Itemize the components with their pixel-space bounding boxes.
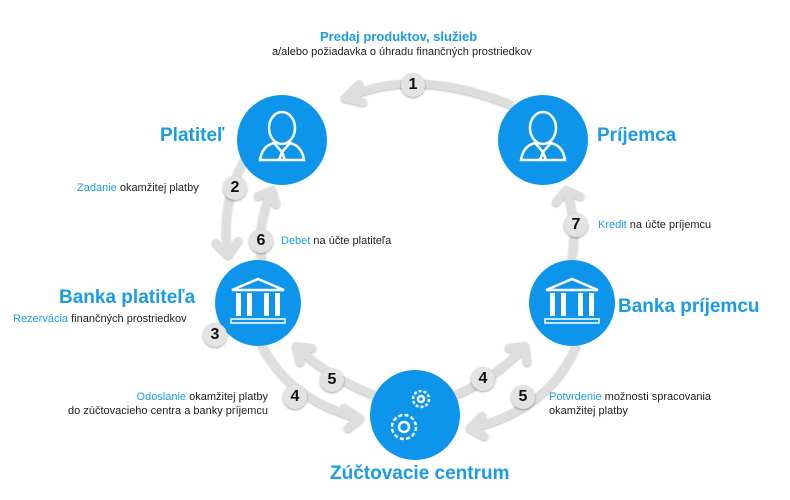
step6-desc: Debet na účte platiteľa — [281, 234, 391, 248]
payee-bank-circle — [529, 260, 615, 346]
payee-bank-label: Banka príjemcu — [618, 296, 760, 317]
arrow-6 — [254, 186, 280, 266]
step-badge-4-right: 4 — [471, 367, 495, 391]
bank-icon — [544, 277, 600, 324]
step6-text: na účte platiteľa — [310, 235, 392, 247]
step3-highlight: Rezervácia — [13, 313, 69, 325]
step-badge-5-left: 5 — [320, 368, 344, 392]
step7-highlight: Kredit — [598, 219, 627, 231]
step-badge-1: 1 — [401, 73, 425, 97]
person-icon — [519, 110, 567, 162]
step5-text: možnosti spracovania — [601, 391, 712, 403]
gears-icon — [390, 389, 431, 441]
arrow-2 — [212, 156, 248, 259]
step4-text: okamžitej platby — [186, 391, 268, 403]
step2-text: okamžitej platby — [116, 182, 199, 194]
arrow-5-right — [466, 342, 580, 440]
step3-text: finančných prostriedkov — [68, 313, 187, 325]
step6-highlight: Debet — [281, 235, 311, 247]
clearing-circle — [370, 370, 460, 460]
step5-desc: Potvrdenie možnosti spracovania okamžitej… — [549, 390, 711, 418]
step5-highlight: Potvrdenie — [549, 391, 602, 403]
step2-desc: Zadanie okamžitej platby — [77, 181, 199, 195]
step1-title: Predaj produktov, služieb — [320, 29, 478, 44]
node-circles — [215, 95, 615, 460]
payer-label: Platiteľ — [160, 125, 225, 146]
step-badge-5-right: 5 — [511, 385, 535, 409]
arrow-1 — [341, 79, 514, 108]
person-icon — [258, 110, 306, 162]
step1-text: a/alebo požiadavka o úhradu finančných p… — [272, 46, 532, 58]
clearing-label: Zúčtovacie centrum — [330, 463, 510, 484]
step5-text2: okamžitej platby — [549, 405, 628, 417]
payer-bank-circle — [215, 260, 301, 346]
step2-highlight: Zadanie — [77, 182, 117, 194]
step-badge-6: 6 — [249, 229, 273, 253]
step4-text2: do zúčtovacieho centra a banky príjemcu — [68, 405, 268, 417]
step4-desc: Odoslanie okamžitej platby do zúčtovacieh… — [50, 390, 268, 418]
step-badge-7: 7 — [564, 213, 588, 237]
step-badge-2: 2 — [223, 176, 247, 200]
payee-circle — [498, 95, 588, 185]
bank-icon — [230, 277, 286, 324]
payer-bank-label: Banka platiteľa — [59, 287, 196, 308]
step3-desc: Rezervácia finančných prostriedkov — [13, 312, 187, 326]
step7-desc: Kredit na účte príjemcu — [598, 218, 711, 232]
step-badge-4-left: 4 — [283, 385, 307, 409]
step-badge-3: 3 — [203, 323, 227, 347]
payee-label: Príjemca — [597, 125, 677, 146]
step7-text: na účte príjemcu — [626, 219, 712, 231]
step4-highlight: Odoslanie — [136, 391, 187, 403]
payer-circle — [237, 95, 327, 185]
